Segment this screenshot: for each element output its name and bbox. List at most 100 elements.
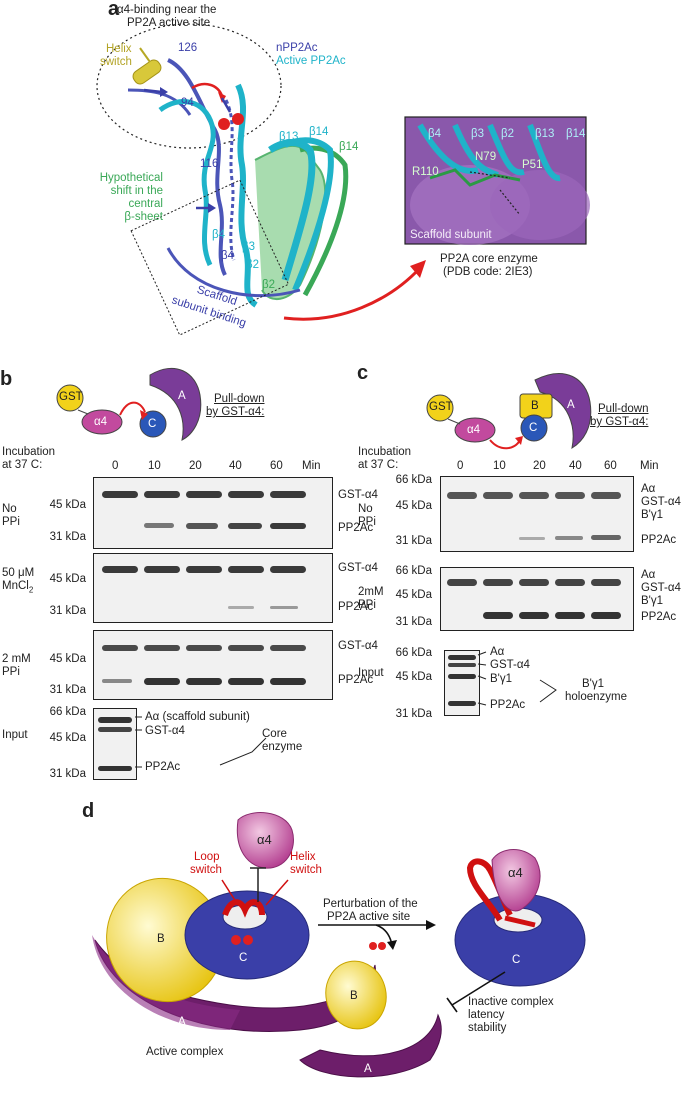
b-input-label: Input [2, 729, 28, 741]
c-holoenzyme-1: B'γ1 [582, 678, 605, 690]
d-active-complex: Active complex [146, 1046, 224, 1058]
c-input-aalpha: Aα [490, 646, 505, 658]
c-blot1 [440, 476, 634, 552]
d-perturbation-1: Perturbation of the [323, 898, 418, 910]
c-time-60: 60 [604, 460, 617, 472]
c-time-min: Min [640, 460, 659, 472]
inset-r110: R110 [412, 166, 439, 178]
b-C-label: C [148, 418, 157, 430]
c-blot1-45kda: 45 kDa [395, 500, 432, 512]
d-loop-switch-1: Loop [194, 851, 220, 863]
d-A-mid: A [364, 1063, 372, 1075]
d-helix-switch-1: Helix [290, 851, 316, 863]
c-pulldown-1: Pull-down [598, 403, 649, 415]
inset-n79: N79 [475, 151, 497, 163]
c-blot2-pp2ac: PP2Ac [641, 611, 677, 623]
panel-label-a: a [108, 0, 120, 20]
c-blot1-31kda: 31 kDa [395, 535, 432, 547]
c-blot1-bg1: B'γ1 [641, 509, 664, 521]
inset-b2: β2 [501, 128, 515, 140]
c-row1-label-2: PPi [358, 516, 376, 528]
b-gst-label: GST [59, 391, 83, 403]
strand-b14-cyan: β14 [309, 126, 329, 138]
c-blot2-aalpha: Aα [641, 569, 656, 581]
d-C-left: C [239, 952, 248, 964]
c-gst-label: GST [429, 401, 453, 413]
b-blot3-pp2ac: PP2Ac [338, 674, 374, 686]
binding-title-line2: PP2A active site [127, 17, 211, 29]
b-row2-label-2: MnCl2 [2, 580, 34, 595]
b-blot3 [93, 630, 333, 700]
inset-p51: P51 [522, 159, 543, 171]
strand-b4-navy: β4 [221, 250, 235, 262]
b-row2-label-1: 50 μM [2, 567, 35, 579]
b-blot1-45kda: 45 kDa [49, 499, 86, 511]
b-time-10: 10 [148, 460, 161, 472]
b-time-60: 60 [270, 460, 283, 472]
d-inactive-1: Inactive complex [468, 996, 554, 1008]
c-time-20: 20 [533, 460, 546, 472]
d-B-left: B [157, 933, 165, 945]
c-row2-label-2: PPi [358, 599, 376, 611]
hypothetical-shift-1: Hypothetical [99, 172, 163, 184]
b-A-label: A [178, 390, 186, 402]
d-a4-top: α4 [257, 832, 272, 847]
d-perturbation-2: PP2A active site [327, 911, 411, 923]
panel-b-schematic [56, 367, 202, 441]
b-time-0: 0 [112, 460, 119, 472]
c-input-66kda: 66 kDa [395, 647, 432, 659]
c-blot1-gst-a4: GST-α4 [641, 496, 681, 508]
b-core-enzyme-2: enzyme [262, 741, 303, 753]
d-A-left: A [178, 1016, 186, 1028]
binding-title-line1: α4-binding near the [117, 4, 217, 16]
b-a4-label: α4 [94, 416, 108, 428]
legend-npp2ac: nPP2Ac [276, 42, 318, 54]
d-inactive-3: stability [468, 1022, 507, 1034]
b-blot2-gst-a4: GST-α4 [338, 562, 378, 574]
d-C-right: C [512, 954, 521, 966]
strand-b13: β13 [279, 131, 299, 143]
c-blot1-66kda: 66 kDa [395, 474, 432, 486]
inset-b3: β3 [471, 128, 485, 140]
b-time-40: 40 [229, 460, 242, 472]
inset-b13: β13 [535, 128, 555, 140]
c-blot2-45kda: 45 kDa [395, 589, 432, 601]
hypothetical-shift-3: central [128, 198, 163, 210]
d-loop-switch-2: switch [190, 864, 222, 876]
c-B-label: B [531, 400, 539, 412]
c-blot2-66kda: 66 kDa [395, 565, 432, 577]
c-input-gst-a4: GST-α4 [490, 659, 530, 671]
c-input-31kda: 31 kDa [395, 708, 432, 720]
c-time-10: 10 [493, 460, 506, 472]
b-input-pp2ac: PP2Ac [145, 761, 181, 773]
c-time-0: 0 [457, 460, 464, 472]
b-row3-label-1: 2 mM [2, 653, 31, 665]
legend-active-pp2ac: Active PP2Ac [276, 55, 346, 67]
b-pulldown-2: by GST-α4: [206, 406, 265, 418]
c-blot2-31kda: 31 kDa [395, 616, 432, 628]
c-blot1-aalpha: Aα [641, 483, 656, 495]
b-blot2-31kda: 31 kDa [49, 605, 86, 617]
c-incubation-1: Incubation [358, 446, 412, 458]
strand-b2-green: β2 [262, 279, 276, 291]
b-core-enzyme-1: Core [262, 728, 287, 740]
b-input-gst-a4: GST-α4 [145, 725, 185, 737]
inset-b4: β4 [428, 128, 442, 140]
d-inactive-2: latency [468, 1009, 505, 1021]
c-blot2-bg1: B'γ1 [641, 595, 664, 607]
c-input-45kda: 45 kDa [395, 671, 432, 683]
helix-switch-label-1: Helix [106, 43, 132, 55]
b-blot3-31kda: 31 kDa [49, 684, 86, 696]
d-helix-switch-2: switch [290, 864, 322, 876]
panel-label-c: c [357, 362, 369, 384]
c-holoenzyme-2: holoenzyme [565, 691, 628, 703]
c-row1-label-1: No [358, 503, 373, 515]
panel-label-b: b [0, 368, 13, 390]
c-input-leaders [477, 651, 557, 706]
b-blot3-45kda: 45 kDa [49, 653, 86, 665]
b-incubation-1: Incubation [2, 446, 56, 458]
c-row2-label-1: 2mM [358, 586, 384, 598]
b-input-leaders [135, 716, 267, 768]
b-input-66kda: 66 kDa [49, 706, 86, 718]
